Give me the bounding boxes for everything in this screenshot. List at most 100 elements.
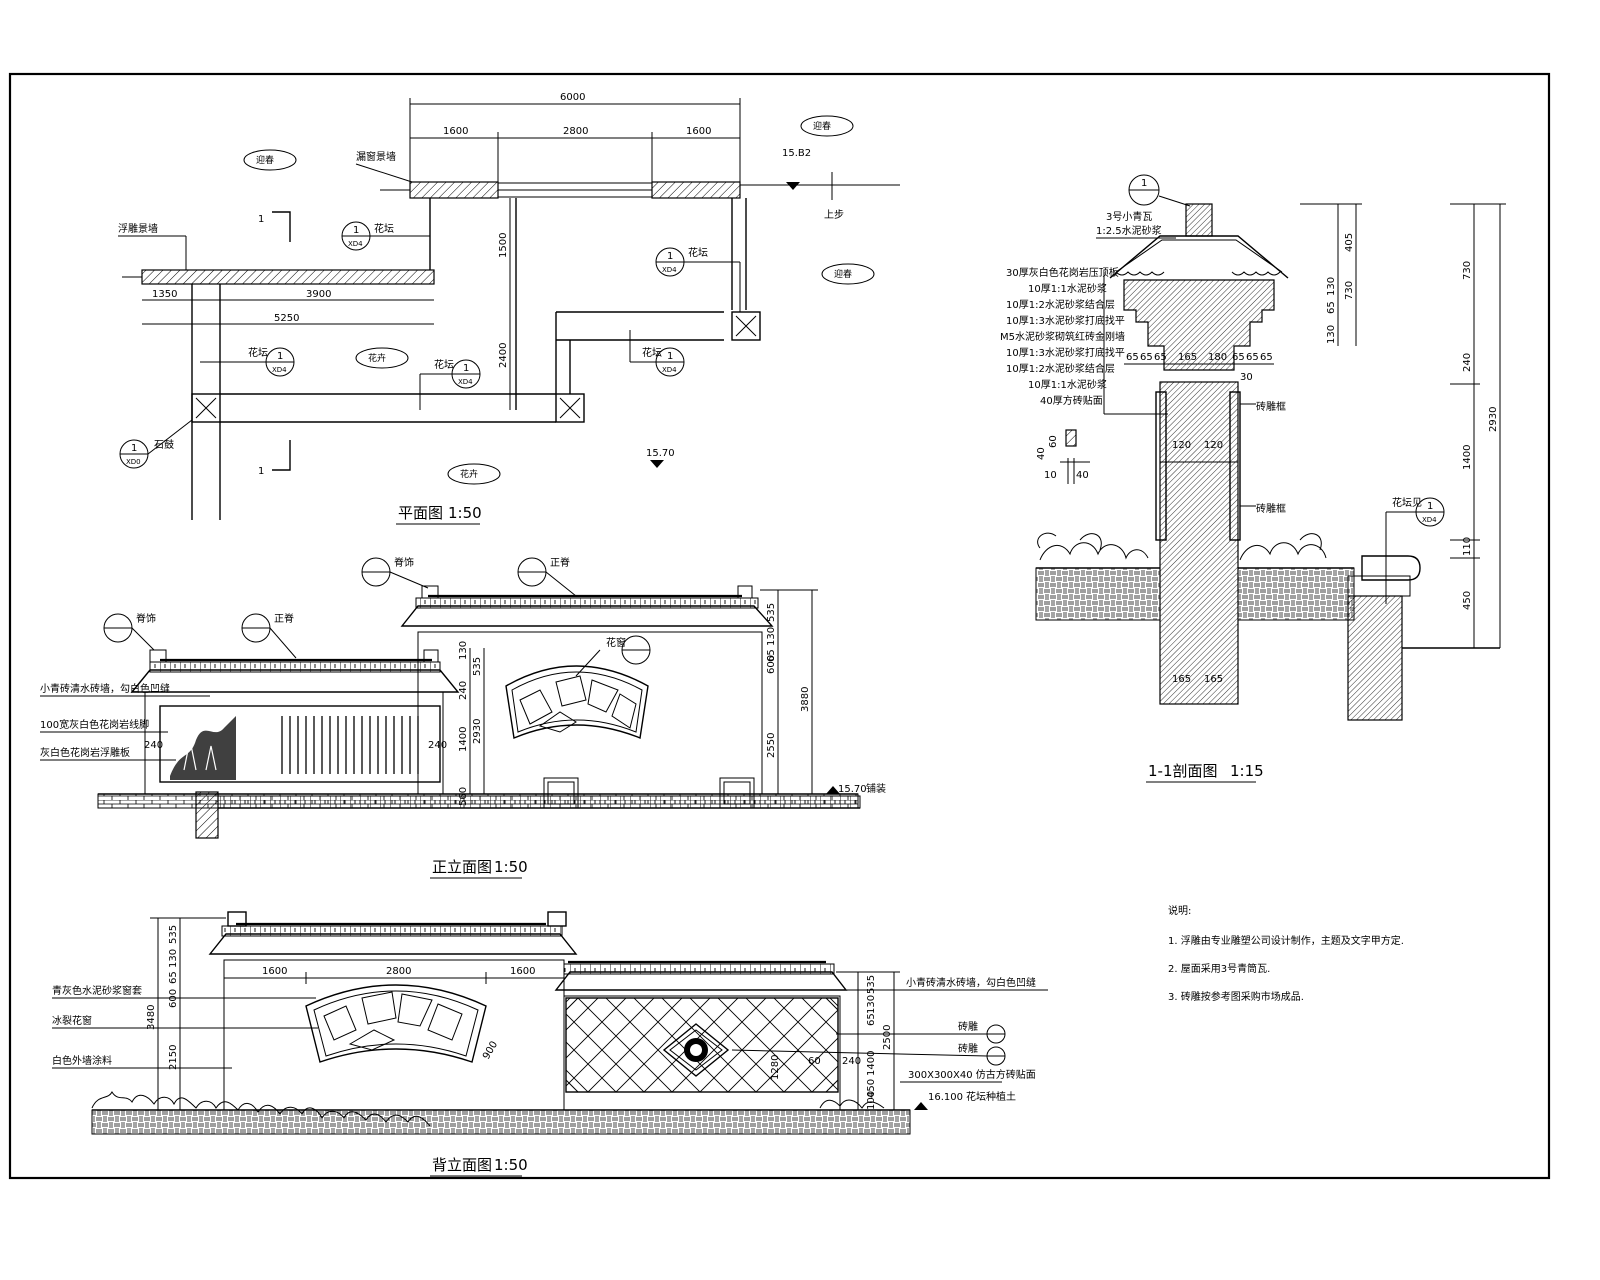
section-shrubs — [1039, 542, 1327, 561]
front-level-note: 铺装 — [866, 782, 886, 795]
back-dim-130: 130 — [168, 949, 179, 968]
sheet-border — [8, 72, 1551, 1180]
back-note-5: 砖雕 — [958, 1020, 978, 1033]
svg-text:30: 30 — [1240, 372, 1253, 383]
plan-dim-vert-b: 2400 — [498, 343, 509, 368]
back-scale: 1:50 — [494, 1156, 528, 1174]
plant-tag: 花卉 — [447, 463, 501, 485]
back-dim-100-r: 100 — [866, 1091, 877, 1110]
plan-dim-left-b: 3900 — [306, 289, 331, 300]
front-title: 正立面图 — [432, 858, 492, 876]
svg-text:165: 165 — [1178, 352, 1197, 363]
plan-section-mark-top: 1 — [258, 214, 264, 225]
callout-bubble: 1 XD4 花坛 — [200, 346, 295, 377]
svg-text:迎春: 迎春 — [834, 268, 852, 280]
callout-bubble: 脊饰 — [103, 612, 156, 651]
svg-text:110: 110 — [1462, 537, 1473, 556]
general-notes: 说明: 1. 浮雕由专业雕塑公司设计制作，主题及文字甲方定. 2. 屋面采用3号… — [1168, 904, 1404, 1003]
svg-text:迎春: 迎春 — [256, 154, 274, 166]
svg-text:10: 10 — [1044, 470, 1057, 481]
plan-dim-top-right: 1600 — [686, 126, 711, 137]
plant-tag: 迎春 — [821, 263, 875, 285]
front-dim-130-tall: 130 — [766, 627, 777, 646]
callout-bubble: 1 XD4 花坛 — [419, 358, 481, 410]
plan-dim-left-total: 5250 — [274, 313, 299, 324]
svg-text:405: 405 — [1344, 233, 1355, 252]
svg-text:1: 1 — [131, 443, 137, 454]
front-note-1: 小青砖清水砖墙，勾白色凹缝 — [40, 682, 170, 695]
callout-bubble: 1 — [1128, 174, 1191, 207]
plan-dim-vert-a: 1500 — [498, 233, 509, 258]
front-dim-130a: 130 — [458, 641, 469, 660]
section-scale: 1:15 — [1230, 762, 1264, 780]
plan-section-mark-bottom: 1 — [258, 466, 264, 477]
svg-text:1:2.5水泥砂浆: 1:2.5水泥砂浆 — [1096, 224, 1162, 237]
svg-text:XD4: XD4 — [272, 366, 287, 374]
back-dim-900: 900 — [481, 1039, 500, 1061]
svg-text:40厚方砖贴面: 40厚方砖贴面 — [1040, 394, 1103, 407]
svg-text:XD0: XD0 — [126, 458, 141, 466]
pier-box — [731, 311, 761, 341]
plan-dim-left-a: 1350 — [152, 289, 177, 300]
fan-leak-window — [505, 665, 649, 739]
back-dim-1600b: 1600 — [510, 966, 535, 977]
back-level-note: 花坛种植土 — [966, 1090, 1016, 1103]
brick-carving-medallion — [662, 1023, 730, 1077]
svg-text:65: 65 — [1126, 352, 1139, 363]
section-title: 1-1剖面图 — [1148, 762, 1218, 780]
notes-heading: 说明: — [1168, 904, 1191, 917]
front-dim-2930: 2930 — [472, 719, 483, 744]
svg-text:730: 730 — [1344, 281, 1355, 300]
svg-text:1: 1 — [463, 363, 469, 374]
callout-bubble: 1 XD0 石鼓 — [119, 419, 193, 469]
back-note-6: 300X300X40 仿古方砖贴面 — [908, 1068, 1036, 1081]
front-note-3: 灰白色花岗岩浮雕板 — [40, 746, 130, 759]
plan-level-top: 15.B2 — [782, 148, 811, 159]
back-note-5b: 砖雕 — [958, 1042, 978, 1055]
back-dim-535-r: 535 — [866, 975, 877, 994]
section-layer-notes: 3号小青瓦 1:2.5水泥砂浆 30厚灰白色花岗岩压顶板 10厚1:1水泥砂浆 … — [1000, 210, 1162, 407]
front-label-leak-window: 花窗 — [606, 636, 626, 649]
plant-tag: 迎春 — [243, 149, 297, 171]
plan-label-planter-1: 花坛 — [374, 222, 394, 235]
callout-bubble: 砖雕 — [731, 1042, 1006, 1066]
svg-text:1: 1 — [667, 351, 673, 362]
plan-label-stone-drum: 石鼓 — [154, 438, 174, 451]
front-dim-240-right: 240 — [428, 740, 447, 751]
svg-text:M5水泥砂浆砌筑红砖金刚墙: M5水泥砂浆砌筑红砖金刚墙 — [1000, 330, 1125, 343]
front-elevation: 脊饰 正脊 脊饰 正脊 花窗 小青砖清水砖墙，勾白色凹缝 100宽灰白色花岗岩线… — [40, 556, 886, 879]
svg-text:10厚1:2水泥砂浆结合层: 10厚1:2水泥砂浆结合层 — [1006, 362, 1115, 375]
plan-level-bottom: 15.70 — [646, 448, 675, 459]
svg-text:XD4: XD4 — [348, 240, 363, 248]
section-label-brick-carving: 砖雕框 — [1256, 400, 1286, 413]
svg-text:165: 165 — [1172, 674, 1191, 685]
svg-text:10厚1:3水泥砂浆打底找平: 10厚1:3水泥砂浆打底找平 — [1006, 346, 1125, 359]
svg-text:迎春: 迎春 — [813, 120, 831, 132]
plant-tag: 花卉 — [355, 347, 409, 369]
plan-label-planter-2: 花坛 — [688, 246, 708, 259]
svg-text:10厚1:3水泥砂浆打底找平: 10厚1:3水泥砂浆打底找平 — [1006, 314, 1125, 327]
callout-bubble: 1 XD4 花坛 — [629, 330, 685, 377]
back-dim-130-r: 130 — [866, 995, 877, 1014]
callout-bubble: 正脊 — [517, 556, 577, 597]
back-dim-2800: 2800 — [386, 966, 411, 977]
svg-text:130: 130 — [1326, 325, 1337, 344]
svg-text:65: 65 — [1140, 352, 1153, 363]
back-note-1: 青灰色水泥砂浆窗套 — [52, 984, 142, 997]
back-fan-window — [305, 984, 487, 1063]
svg-text:30厚灰白色花岗岩压顶板: 30厚灰白色花岗岩压顶板 — [1006, 266, 1119, 279]
front-dim-240: 240 — [458, 681, 469, 700]
callout-bubble: 1 XD4 花坛见 — [1385, 496, 1445, 604]
svg-text:10厚1:2水泥砂浆结合层: 10厚1:2水泥砂浆结合层 — [1006, 298, 1115, 311]
svg-text:180: 180 — [1208, 352, 1227, 363]
front-dim-600: 600 — [766, 655, 777, 674]
plan-view: 6000 1600 2800 1600 漏窗景墙 15.B2 上步 浮雕景墙 — [118, 92, 900, 525]
back-dim-1280: 1280 — [770, 1055, 781, 1080]
back-title: 背立面图 — [432, 1156, 492, 1174]
plan-label-relief-wall: 浮雕景墙 — [118, 222, 158, 235]
back-note-2: 冰裂花窗 — [52, 1014, 92, 1027]
plan-dim-overall: 6000 — [560, 92, 585, 103]
back-dim-450-r: 450 — [866, 1079, 877, 1098]
svg-text:730: 730 — [1462, 261, 1473, 280]
